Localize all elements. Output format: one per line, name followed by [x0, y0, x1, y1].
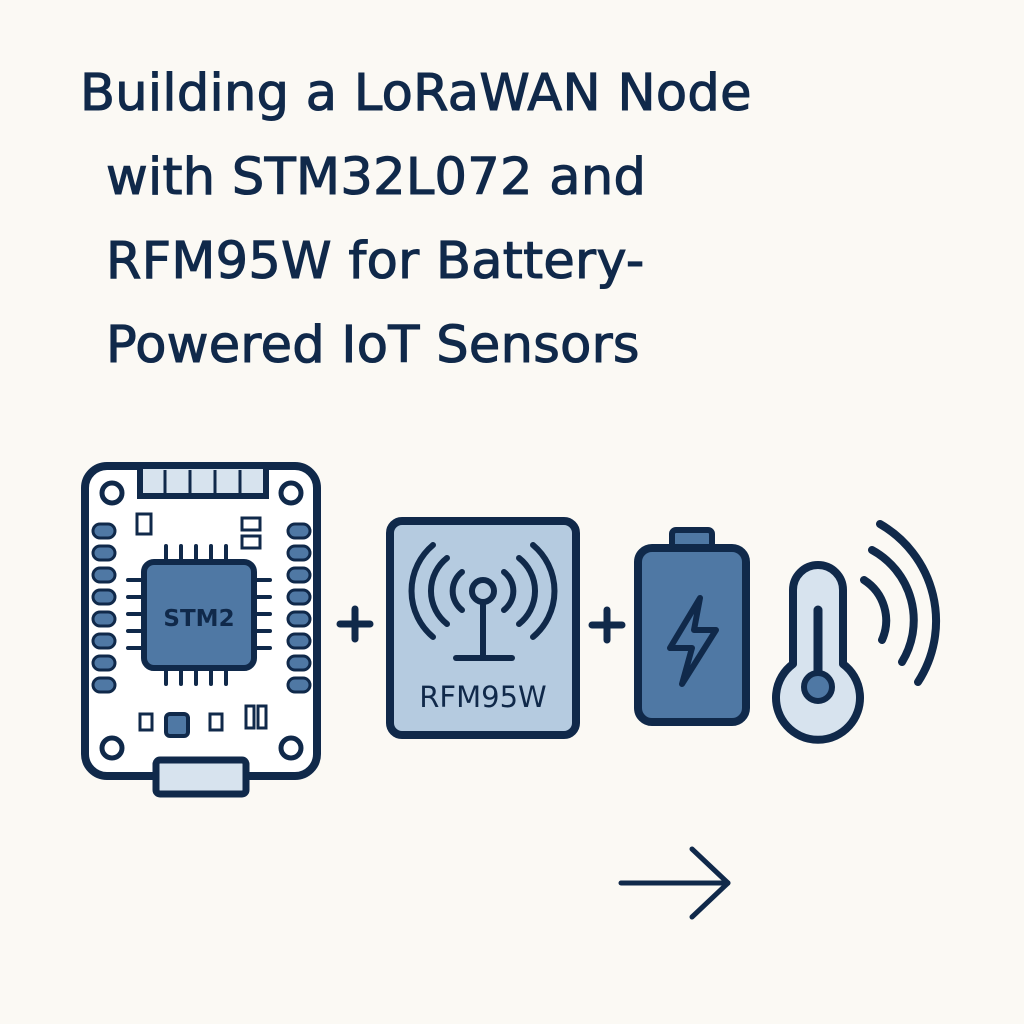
title-line-1: Building a LoRaWAN Node	[79, 63, 752, 123]
title-line-3: RFM95W for Battery-	[105, 231, 645, 291]
arrow-right-icon	[618, 846, 731, 920]
plus-icon	[588, 606, 626, 644]
rfm95w-label: RFM95W	[419, 680, 546, 714]
wireless-signal-icon	[860, 520, 940, 686]
stm32-board-icon: STM2	[81, 462, 321, 798]
battery-icon	[634, 527, 750, 726]
thermometer-icon	[772, 561, 864, 744]
mcu-chip-label: STM2	[163, 606, 234, 632]
plus-icon	[336, 605, 374, 643]
page-title: Building a LoRaWAN Node with STM32L072 a…	[79, 52, 980, 388]
title-line-4: Powered IoT Sensors	[105, 315, 640, 375]
title-line-2: with STM32L072 and	[105, 147, 647, 207]
rfm95w-module-icon: RFM95W	[386, 517, 580, 739]
